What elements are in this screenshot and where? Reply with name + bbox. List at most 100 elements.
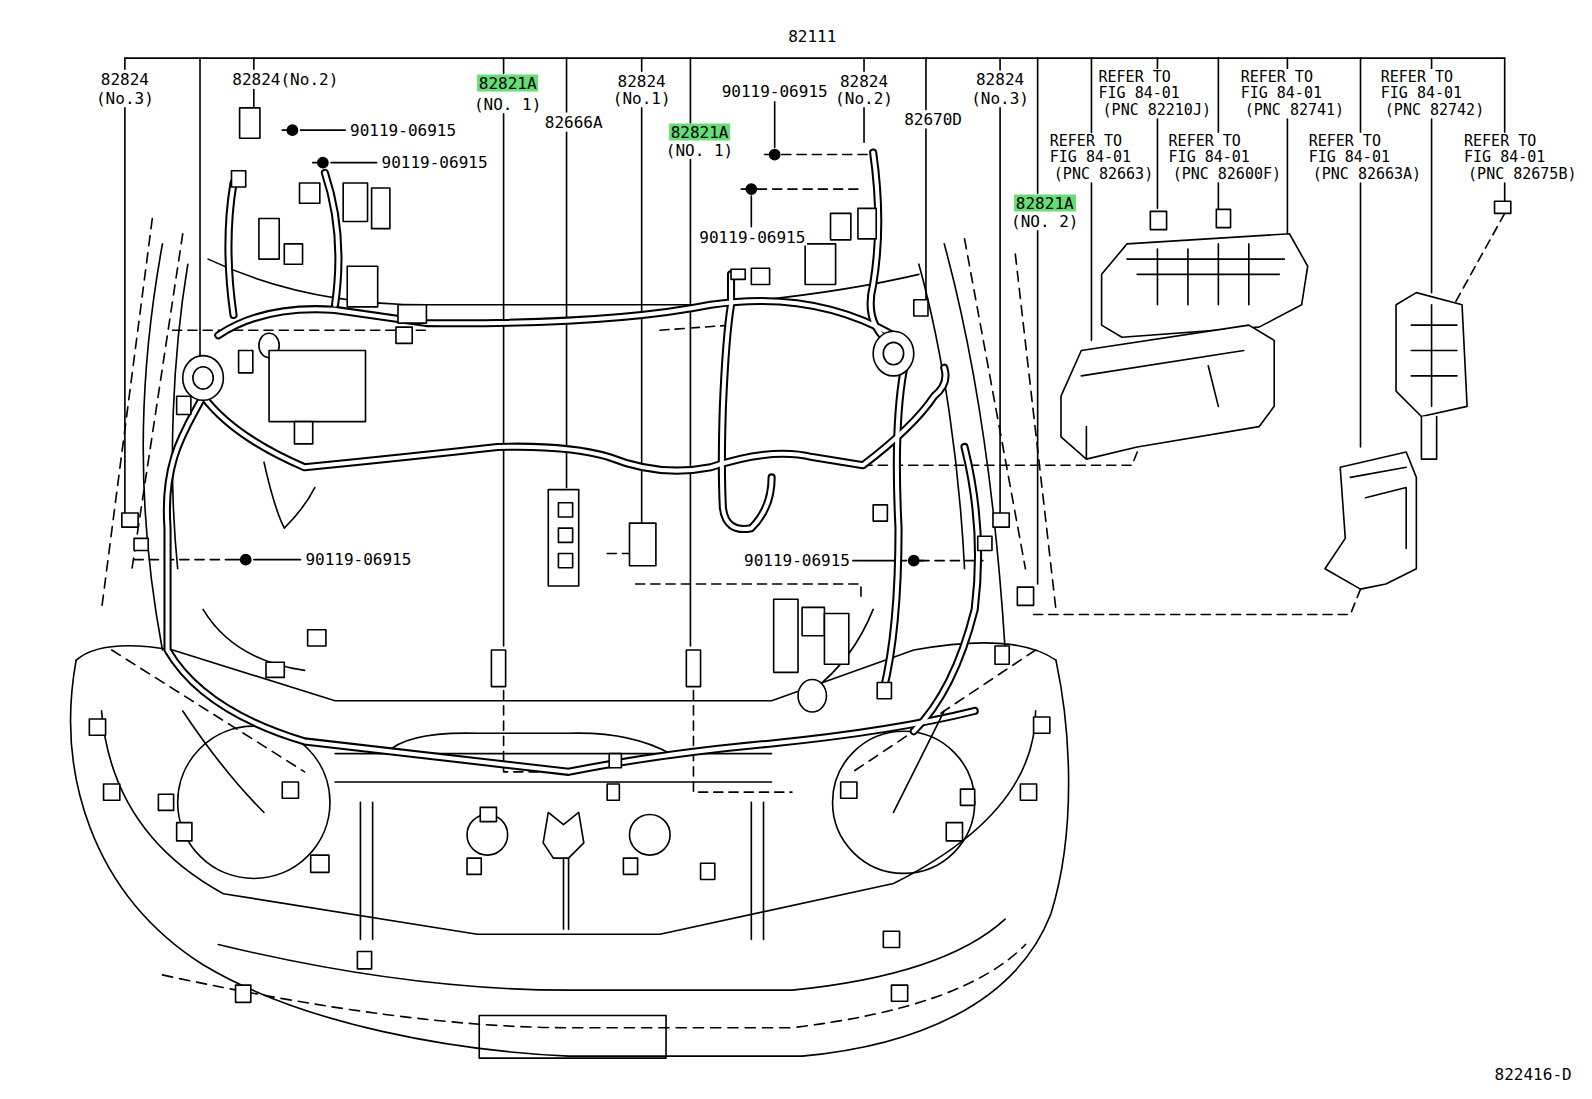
connector-symbol [266,662,284,677]
callout-suffix: (No.3) [969,90,1031,107]
bolt-number: 90119-06915 [720,83,830,100]
reference-note: REFER TO [1167,133,1243,149]
callout-number: 82666A [543,113,605,130]
connector-symbol [914,300,928,316]
bolt-symbol [909,556,919,566]
bolt-symbol [746,184,756,194]
car-body-outline [563,858,568,929]
connector-symbol [978,536,992,550]
connector-symbol [607,784,619,800]
connector-symbol [284,244,302,264]
wire-harness [167,396,975,772]
wire-harness [871,153,894,346]
connector-symbol [372,188,390,229]
leader-lines [1034,589,1361,614]
callout-suffix: (NO. 1) [472,95,543,112]
wire-harness [218,301,893,335]
connector-symbol [558,554,572,568]
connector-symbol [731,269,745,279]
car-body-outline [833,731,975,873]
connector-symbol [1216,209,1230,227]
leader-lines [999,58,1001,513]
connector-symbol [491,650,505,687]
connector-symbol [805,244,835,285]
car-body-outline [218,919,1005,990]
reference-note: REFER TO [1379,69,1455,85]
connector-symbol [623,858,637,874]
connector-symbol [104,784,120,800]
connector-symbol [177,823,192,841]
reference-note: REFER TO [1307,133,1383,149]
leader-lines [1454,213,1505,304]
car-body-outline [479,1016,666,1059]
connector-symbol [609,754,621,768]
connector-symbol [960,789,974,805]
connector-symbol [883,931,899,947]
connector-symbol [558,528,572,542]
car-body-outline [143,244,162,650]
connector-symbol [398,305,426,323]
wire-harness [883,371,903,691]
callout-number: 82821A [1014,195,1076,212]
wire-harness [914,447,978,731]
callout-suffix: (NO. 1) [664,142,735,159]
car-body-outline [102,219,153,610]
leader-lines [125,58,1505,792]
connector-symbol [343,183,367,222]
wire-harness [914,447,978,731]
connector-symbol [240,108,260,138]
callout-suffix: (No.2) [833,90,895,107]
leader-lines [124,58,126,513]
bolt-number: 90119-06915 [742,552,852,569]
reference-note: (PNC 82663A) [1311,166,1423,182]
connector-symbol [239,351,253,373]
car-body-outline [543,812,584,858]
callout-number: 82670D [902,110,964,127]
callout-number: 82824 [99,71,151,88]
wire-harness [167,153,978,813]
connector-symbol [558,503,572,517]
connector-symbol [1150,211,1166,229]
parts-illustration [71,58,1511,1058]
connector-symbol [993,513,1009,527]
leader-lines [504,691,792,793]
connector-symbol [236,985,251,1002]
connector-symbol [259,219,279,260]
car-body-outline [71,219,1069,1059]
callout-suffix: (No.1) [611,90,673,107]
connector-symbol [824,613,848,664]
reference-note: FIG 84-01 [1307,149,1392,165]
connector-symbol [231,171,245,187]
car-body-outline [172,264,187,569]
connector-symbol [158,794,173,810]
reference-note: FIG 84-01 [1097,85,1182,101]
connector-symbol [891,985,907,1001]
car-body-outline [102,219,1056,1028]
bolt-symbol [236,130,924,560]
grommet-symbol [183,356,224,401]
reference-note: FIG 84-01 [1048,149,1133,165]
connector-symbol [1034,717,1050,733]
wire-harness [167,153,978,772]
callout-number: 82824 [838,73,890,90]
connector-symbol [686,650,700,687]
reference-note: FIG 84-01 [1167,149,1252,165]
wire-harness [722,274,772,529]
wire-harness [167,153,978,772]
connector-symbol [995,646,1009,664]
connector-symbol [1495,201,1511,213]
bolt-number: 90119-06915 [303,551,413,568]
connector-symbol [480,807,496,821]
connector-symbol [802,607,824,635]
grommet-symbol [193,367,213,389]
wire-harness [883,371,903,691]
drawing-number: 822416-D [1493,1066,1574,1083]
leader-lines [1037,58,1039,584]
wire-harness [218,301,893,335]
grommet-symbol [873,331,914,376]
connector-symbol [548,490,578,586]
fuse-box-symbol [1325,452,1416,589]
bolt-number: 90119-06915 [697,228,807,245]
leader-lines [199,58,201,355]
